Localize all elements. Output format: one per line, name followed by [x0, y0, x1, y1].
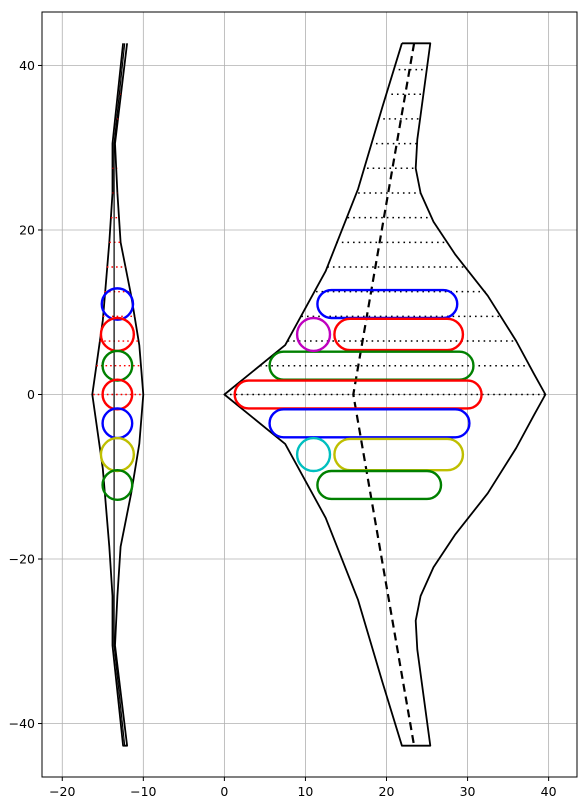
capsule-red-1	[333, 317, 465, 352]
left-violin-outline	[91, 43, 145, 747]
y-tick-label-4: 40	[19, 58, 35, 73]
capsule-yellow-5	[333, 437, 465, 472]
x-tick-label-4: 20	[379, 784, 395, 799]
y-tick-label-1: −20	[9, 552, 35, 567]
right-centerline	[352, 43, 416, 746]
y-tick-label-3: 20	[19, 222, 35, 237]
x-tick-label-1: −10	[130, 784, 156, 799]
x-tick-label-0: −20	[49, 784, 75, 799]
capsule-blue-0	[316, 288, 459, 320]
x-tick-label-3: 10	[297, 784, 313, 799]
left-circle-red-1	[99, 316, 136, 353]
y-tick-label-2: 0	[27, 387, 35, 402]
x-tick-label-5: 30	[460, 784, 476, 799]
right-circle-magenta-0	[295, 316, 332, 353]
left-centerline	[113, 43, 126, 746]
axes	[38, 11, 578, 781]
capsule-blue-4	[268, 408, 471, 439]
plot-area	[91, 42, 547, 747]
left-circle-blue-0	[100, 287, 135, 321]
y-tick-label-0: −40	[9, 716, 35, 731]
capsule-green-6	[316, 469, 443, 501]
left-circle-yellow-5	[99, 436, 136, 473]
left-circle-green-6	[101, 468, 134, 501]
right-circle-cyan-1	[295, 436, 332, 473]
tick-labels: −20 −10 0 10 20 30 40 −40 −20 0 20 40	[9, 58, 557, 799]
x-tick-label-2: 0	[220, 784, 228, 799]
x-tick-label-6: 40	[541, 784, 557, 799]
left-circle-blue-4	[101, 407, 134, 440]
